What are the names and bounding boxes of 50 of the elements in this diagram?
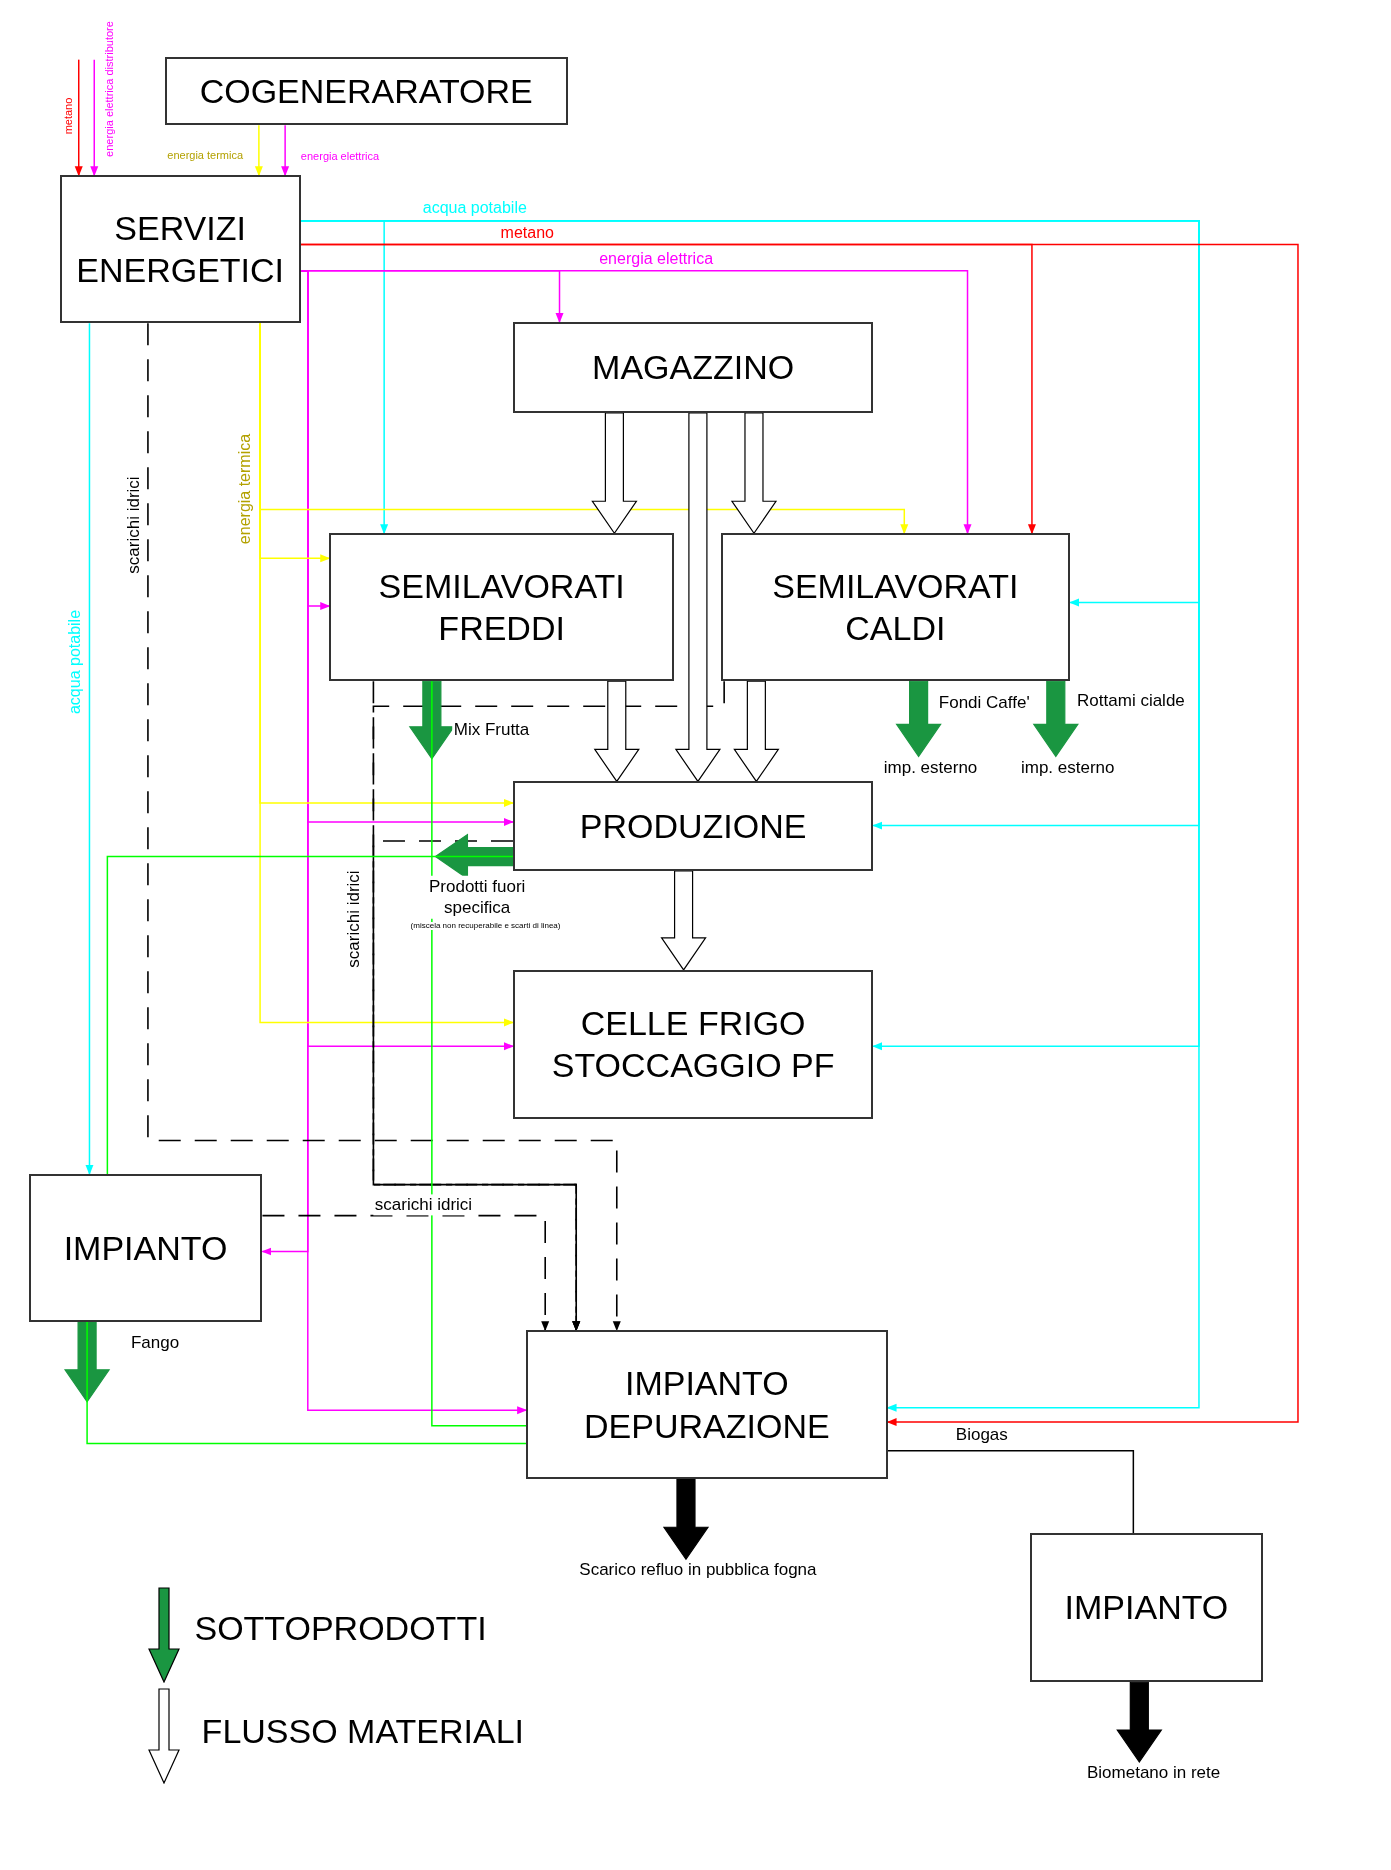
edge-label: energia elettrica <box>597 250 716 267</box>
connector <box>259 322 514 1027</box>
connector <box>86 1321 527 1445</box>
block-arrow <box>895 680 942 758</box>
edge-label: acqua potabile <box>420 199 529 216</box>
process-box: SERVIZI ENERGETICI <box>59 175 301 324</box>
dashed-connector <box>372 840 581 1332</box>
process-box: CELLE FRIGO STOCCAGGIO PF <box>513 969 874 1120</box>
dashed-connector <box>147 322 621 1332</box>
block-arrow <box>730 412 778 535</box>
note-text: (miscela non recuperabile e scarti di linea) <box>410 921 561 930</box>
block-arrow <box>408 680 455 760</box>
block-arrow <box>674 412 722 783</box>
legend-text: FLUSSO MATERIALI <box>201 1714 525 1749</box>
connector <box>90 58 99 177</box>
process-box: IMPIANTO DEPURAZIONE <box>526 1330 888 1480</box>
connector <box>886 1449 1135 1534</box>
legend-text: SOTTOPRODOTTI <box>194 1610 487 1645</box>
connector <box>74 58 83 177</box>
destination-text: imp. esterno <box>1005 756 1130 778</box>
process-box: SEMILAVORATI CALDI <box>720 533 1071 682</box>
block-arrow <box>1116 1681 1163 1764</box>
block-arrow <box>733 680 780 783</box>
destination-text: imp. esterno <box>868 756 993 778</box>
edge-label: energia elettrica distributore <box>103 19 115 160</box>
connector <box>431 680 527 1427</box>
edge-label: energia termica <box>165 149 246 161</box>
process-box: COGENERARATORE <box>164 57 568 126</box>
process-box: SEMILAVORATI FREDDI <box>329 533 675 682</box>
edge-label: energia elettrica <box>298 150 382 162</box>
process-box: PRODUZIONE <box>513 781 874 871</box>
block-arrow <box>63 1321 111 1403</box>
connector <box>281 124 290 177</box>
edge-label: metano <box>498 224 556 241</box>
connector <box>85 322 94 1175</box>
destination-text: Biometano in rete <box>1028 1762 1279 1784</box>
block-arrow <box>662 1478 710 1561</box>
process-box: MAGAZZINO <box>513 322 874 413</box>
process-box: IMPIANTO <box>28 1173 263 1322</box>
edge-label: energia termica <box>236 432 253 547</box>
block-arrow <box>1032 680 1079 758</box>
block-arrow <box>593 680 640 783</box>
edge-label: metano <box>62 95 74 137</box>
connector <box>106 855 514 1175</box>
process-box: IMPIANTO <box>1029 1533 1264 1683</box>
connector <box>254 124 263 177</box>
block-arrow <box>591 412 638 535</box>
block-arrow <box>660 870 707 971</box>
destination-text: Scarico refluo in pubblica fogna <box>542 1559 853 1581</box>
edge-label: acqua potabile <box>67 608 84 717</box>
